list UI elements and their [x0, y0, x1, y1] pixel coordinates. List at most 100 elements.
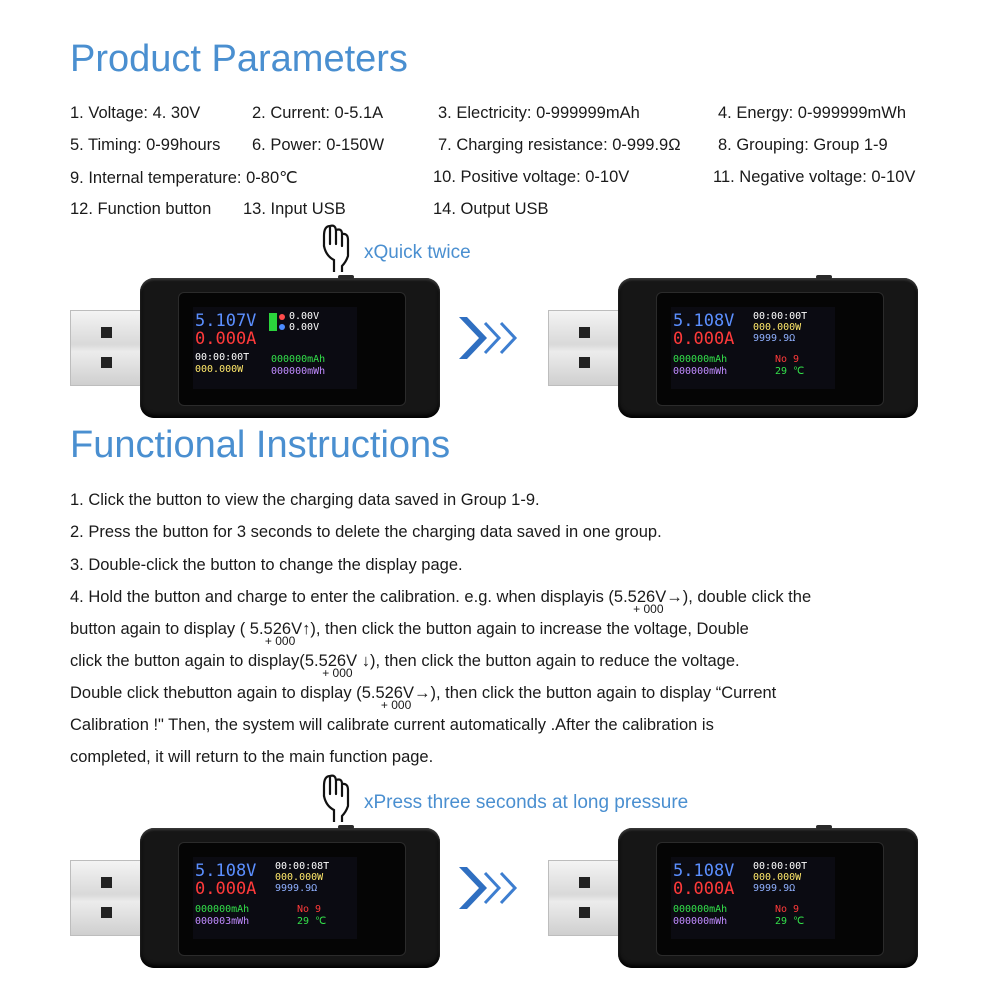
- current-readout: 0.000A: [195, 879, 257, 899]
- calibration-offset: + 000: [633, 602, 664, 616]
- group-number: No 9: [297, 904, 322, 915]
- device-body: 5.108V 0.000A 00:00:00T 000.000W 9999.9Ω…: [618, 275, 918, 418]
- capacity-readout: 000000mAh: [673, 354, 728, 365]
- hint-quick-twice: xQuick twice: [364, 242, 471, 263]
- function-button[interactable]: [816, 275, 832, 279]
- instruction-4-line-5: Calibration !" Then, the system will cal…: [70, 716, 714, 734]
- current-readout: 0.000A: [673, 329, 735, 349]
- usb-contact: [101, 907, 112, 918]
- calibration-reading: 5.526V↑: [249, 620, 311, 638]
- instruction-4-line-4: Double click thebutton again to display …: [70, 684, 777, 712]
- hint-long-press: xPress three seconds at long pressure: [364, 792, 689, 813]
- current-readout: 0.000A: [673, 879, 735, 899]
- instruction-4-line-2: button again to display ( 5.526V↑+ 000),…: [70, 620, 749, 648]
- capacity-readout: 000000mAh: [673, 904, 728, 915]
- usb-contact: [579, 907, 590, 918]
- param-internal-temperature: 9. Internal temperature: 0-80℃: [70, 169, 298, 187]
- lcd-screen: 5.107V 0.000A 0.00V 0.00V 00:00:00T 000.…: [193, 307, 357, 389]
- timer-readout: 00:00:00T: [753, 311, 808, 322]
- calibration-value-right: 5.526V→+ 000: [614, 588, 683, 616]
- usb-contact: [101, 877, 112, 888]
- chevron-right-icon: [459, 867, 518, 909]
- lcd-screen: 5.108V 0.000A 00:00:08T 000.000W 9999.9Ω…: [193, 857, 357, 939]
- calibration-value-down: 5.526V ↓+ 000: [304, 652, 370, 680]
- instruction-4-line-6: completed, it will return to the main fu…: [70, 748, 434, 766]
- voltage-readout: 5.107V: [195, 311, 257, 331]
- text-segment: click the button again to display(: [70, 652, 305, 670]
- function-button[interactable]: [338, 825, 354, 829]
- battery-icon: [269, 313, 277, 331]
- usb-tester-device-1: 5.107V 0.000A 0.00V 0.00V 00:00:00T 000.…: [70, 275, 470, 418]
- param-power: 6. Power: 0-150W: [252, 136, 385, 154]
- param-input-usb: 13. Input USB: [243, 200, 346, 218]
- energy-readout: 000000mWh: [271, 366, 326, 377]
- energy-readout: 000000mWh: [673, 916, 728, 927]
- resistance-readout: 9999.9Ω: [275, 883, 318, 894]
- instruction-3: 3. Double-click the button to change the…: [70, 556, 463, 574]
- param-energy: 4. Energy: 0-999999mWh: [718, 104, 907, 122]
- text-segment: button again to display (: [70, 620, 250, 638]
- resistance-readout: 9999.9Ω: [753, 333, 796, 344]
- text-segment: ), double click the: [682, 588, 812, 606]
- positive-voltage-readout: 0.00V: [289, 311, 320, 322]
- power-readout: 000.000W: [195, 364, 244, 375]
- param-output-usb: 14. Output USB: [433, 200, 549, 218]
- param-electricity: 3. Electricity: 0-999999mAh: [438, 104, 640, 122]
- param-grouping: 8. Grouping: Group 1-9: [718, 136, 888, 154]
- usb-plug: [70, 310, 150, 386]
- usb-contact: [101, 327, 112, 338]
- param-timing: 5. Timing: 0-99hours: [70, 136, 221, 154]
- text-segment: ), then click the button again to displa…: [430, 684, 777, 702]
- current-readout: 0.000A: [195, 329, 257, 349]
- usb-plug: [70, 860, 150, 936]
- param-positive-voltage: 10. Positive voltage: 0-10V: [433, 168, 630, 186]
- pointing-hand-icon: [322, 224, 350, 272]
- usb-tester-device-4: 5.108V 0.000A 00:00:00T 000.000W 9999.9Ω…: [548, 825, 948, 968]
- screen-frame: 5.107V 0.000A 0.00V 0.00V 00:00:00T 000.…: [178, 292, 406, 406]
- pointing-hand-icon: [322, 774, 350, 822]
- timer-readout: 00:00:00T: [753, 861, 808, 872]
- temperature-readout: 29 ℃: [775, 366, 805, 377]
- screen-frame: 5.108V 0.000A 00:00:00T 000.000W 9999.9Ω…: [656, 292, 884, 406]
- calibration-offset: + 000: [380, 698, 412, 712]
- power-readout: 000.000W: [753, 872, 802, 883]
- capacity-readout: 000000mAh: [195, 904, 250, 915]
- chevron-right-icon: [459, 317, 518, 359]
- negative-voltage-readout: 0.00V: [289, 322, 320, 333]
- param-current: 2. Current: 0-5.1A: [252, 104, 384, 122]
- temperature-readout: 29 ℃: [297, 916, 327, 927]
- instruction-4-line-3: click the button again to display(5.526V…: [70, 652, 740, 680]
- text-segment: ), then click the button again to increa…: [310, 620, 749, 638]
- instruction-2: 2. Press the button for 3 seconds to del…: [70, 523, 662, 541]
- param-negative-voltage: 11. Negative voltage: 0-10V: [713, 168, 916, 186]
- negative-icon: [279, 324, 285, 330]
- calibration-value-right: 5.526V→+ 000: [361, 684, 431, 712]
- calibration-offset: + 000: [264, 634, 296, 648]
- usb-contact: [101, 357, 112, 368]
- positive-icon: [279, 314, 285, 320]
- instruction-1: 1. Click the button to view the charging…: [70, 491, 540, 509]
- temperature-readout: 29 ℃: [775, 916, 805, 927]
- resistance-readout: 9999.9Ω: [753, 883, 796, 894]
- calibration-reading: 5.526V→: [361, 684, 431, 702]
- energy-readout: 000000mWh: [673, 366, 728, 377]
- device-body: 5.108V 0.000A 00:00:08T 000.000W 9999.9Ω…: [140, 825, 440, 968]
- instruction-4-line-1: 4. Hold the button and charge to enter t…: [70, 588, 812, 616]
- text-segment: ), then click the button again to reduce…: [369, 652, 740, 670]
- usb-contact: [579, 327, 590, 338]
- energy-readout: 000003mWh: [195, 916, 250, 927]
- calibration-value-up: 5.526V↑+ 000: [249, 620, 311, 648]
- voltage-readout: 5.108V: [673, 861, 735, 881]
- usb-contact: [579, 877, 590, 888]
- function-button[interactable]: [338, 275, 354, 279]
- functional-instructions-title: Functional Instructions: [70, 424, 451, 466]
- product-parameters-title: Product Parameters: [70, 38, 408, 80]
- voltage-readout: 5.108V: [673, 311, 735, 331]
- group-number: No 9: [775, 904, 800, 915]
- screen-frame: 5.108V 0.000A 00:00:08T 000.000W 9999.9Ω…: [178, 842, 406, 956]
- usb-tester-device-3: 5.108V 0.000A 00:00:08T 000.000W 9999.9Ω…: [70, 825, 470, 968]
- function-button[interactable]: [816, 825, 832, 829]
- capacity-readout: 000000mAh: [271, 354, 326, 365]
- calibration-reading: 5.526V ↓: [304, 652, 370, 670]
- lcd-screen: 5.108V 0.000A 00:00:00T 000.000W 9999.9Ω…: [671, 857, 835, 939]
